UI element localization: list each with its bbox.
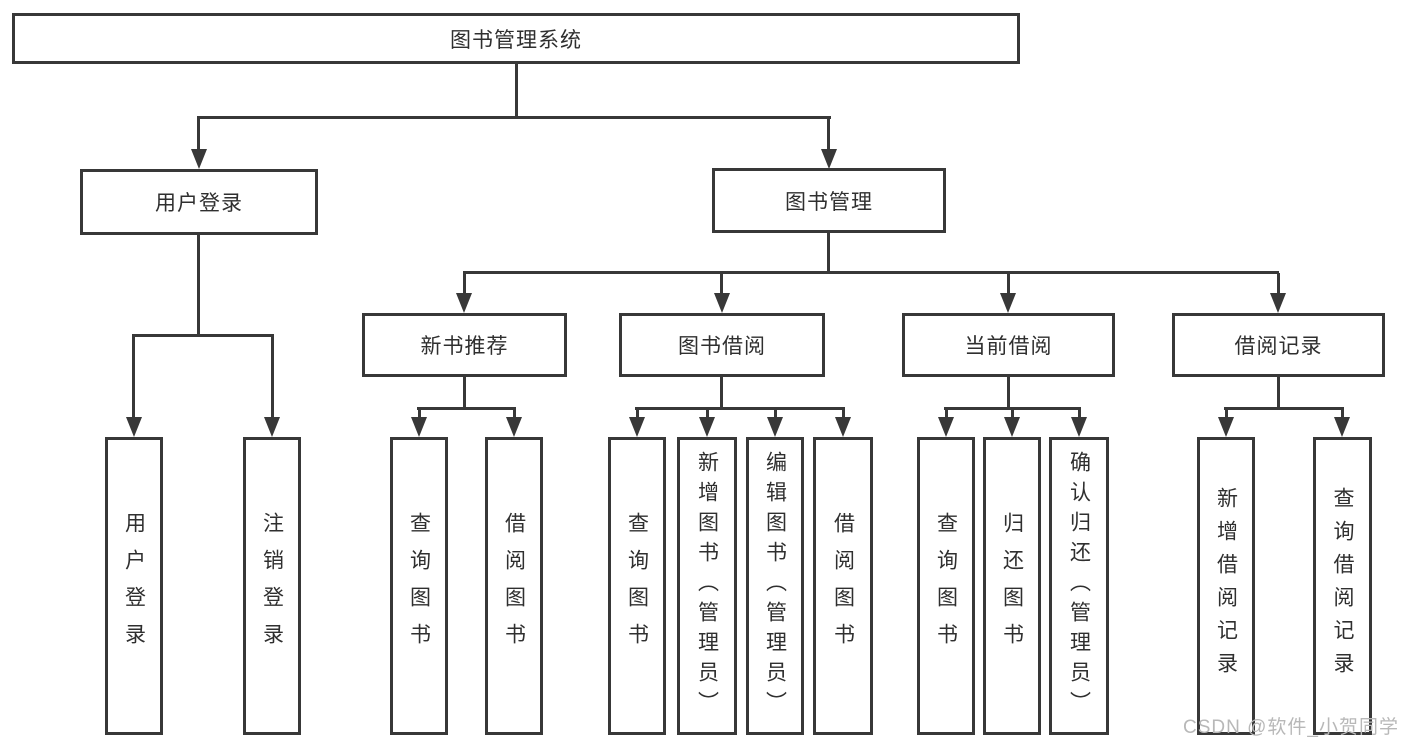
leaf-borrowing-query-books: 查询图书 [608, 437, 666, 735]
node-label: 用户登录 [155, 192, 243, 215]
arrow-down-icon [629, 417, 645, 437]
node-book-management: 图书管理 [712, 168, 946, 233]
connector-branch [635, 407, 845, 410]
leaf-recommend-query-books: 查询图书 [390, 437, 448, 735]
csdn-watermark: CSDN @软件_小贺同学 [1183, 717, 1399, 738]
node-current-borrowing: 当前借阅 [902, 313, 1115, 377]
connector-drop [945, 409, 948, 418]
connector-root-stem [515, 63, 518, 117]
node-library-management-system: 图书管理系统 [12, 13, 1020, 64]
connector-branch [944, 407, 1081, 410]
connector-branch [417, 407, 516, 410]
connector-drop [842, 409, 845, 418]
node-borrowing-records: 借阅记录 [1172, 313, 1385, 377]
node-label: 新书推荐 [420, 335, 509, 358]
arrow-down-icon [938, 417, 954, 437]
connector-stem [463, 377, 466, 409]
arrow-down-icon [191, 149, 207, 169]
leaf-current-confirm-return-admin: 确认归还（管理员） [1049, 437, 1109, 735]
connector-stem [827, 233, 830, 273]
arrow-down-icon [506, 417, 522, 437]
leaf-label: 用户登录 [122, 512, 146, 660]
leaf-borrowing-add-books-admin: 新增图书（管理员） [677, 437, 737, 735]
connector-stem [1277, 377, 1280, 409]
node-label: 图书管理系统 [450, 28, 582, 52]
leaf-label: 新增借阅记录 [1214, 487, 1238, 685]
leaf-borrowing-edit-books-admin: 编辑图书（管理员） [746, 437, 804, 735]
connector-stem [720, 377, 723, 409]
connector-drop [197, 118, 200, 151]
leaf-label: 借阅图书 [831, 512, 855, 660]
arrow-down-icon [714, 293, 730, 313]
connector-root-branch [197, 116, 831, 119]
leaf-label: 确认归还（管理员） [1067, 451, 1091, 721]
arrow-down-icon [264, 417, 280, 437]
node-label: 借阅记录 [1234, 335, 1323, 358]
leaf-borrowing-borrow-books: 借阅图书 [813, 437, 873, 735]
node-label: 图书管理 [785, 190, 873, 214]
leaf-label: 查询图书 [934, 512, 958, 660]
connector-branch [1224, 407, 1344, 410]
connector-drop [418, 409, 421, 418]
connector-drop [1011, 409, 1014, 418]
connector-stem [1007, 377, 1010, 409]
connector-drop [513, 409, 516, 418]
leaf-label: 借阅图书 [502, 512, 526, 660]
connector-drop [1341, 409, 1344, 418]
arrow-down-icon [821, 149, 837, 169]
arrow-down-icon [1071, 417, 1087, 437]
connector-drop [636, 409, 639, 418]
leaf-recommend-borrow-books: 借阅图书 [485, 437, 543, 735]
leaf-label: 查询图书 [625, 512, 649, 660]
node-label: 图书借阅 [678, 335, 766, 358]
arrow-down-icon [1004, 417, 1020, 437]
arrow-down-icon [835, 417, 851, 437]
connector-drop [1007, 273, 1010, 295]
connector-branch [463, 271, 1279, 274]
leaf-current-query-books: 查询图书 [917, 437, 975, 735]
connector-drop [132, 336, 135, 419]
arrow-down-icon [767, 417, 783, 437]
leaf-label: 查询借阅记录 [1331, 487, 1354, 685]
leaf-logout-login: 注销登录 [243, 437, 301, 735]
leaf-records-add-borrow-record: 新增借阅记录 [1197, 437, 1255, 735]
arrow-down-icon [411, 417, 427, 437]
arrow-down-icon [456, 293, 472, 313]
leaf-label: 新增图书（管理员） [695, 451, 719, 721]
leaf-records-query-borrow-record: 查询借阅记录 [1313, 437, 1372, 735]
connector-drop [1225, 409, 1228, 418]
leaf-label: 编辑图书（管理员） [763, 451, 787, 721]
connector-stem [197, 235, 200, 336]
arrow-down-icon [1334, 417, 1350, 437]
connector-drop [463, 273, 466, 295]
leaf-user-login: 用户登录 [105, 437, 163, 735]
arrow-down-icon [1000, 293, 1016, 313]
connector-branch [132, 334, 274, 337]
arrow-down-icon [126, 417, 142, 437]
leaf-current-return-books: 归还图书 [983, 437, 1041, 735]
node-new-book-recommendation: 新书推荐 [362, 313, 567, 377]
arrow-down-icon [699, 417, 715, 437]
connector-drop [774, 409, 777, 418]
connector-drop [720, 273, 723, 295]
node-label: 当前借阅 [964, 335, 1053, 358]
node-user-login: 用户登录 [80, 169, 318, 235]
connector-drop [706, 409, 709, 418]
leaf-label: 注销登录 [260, 512, 284, 660]
arrow-down-icon [1218, 417, 1234, 437]
leaf-label: 查询图书 [407, 512, 431, 660]
node-book-borrowing: 图书借阅 [619, 313, 825, 377]
connector-drop [271, 336, 274, 419]
connector-drop [1078, 409, 1081, 418]
leaf-label: 归还图书 [1000, 512, 1024, 660]
connector-drop [827, 118, 830, 151]
connector-drop [1277, 273, 1280, 295]
arrow-down-icon [1270, 293, 1286, 313]
